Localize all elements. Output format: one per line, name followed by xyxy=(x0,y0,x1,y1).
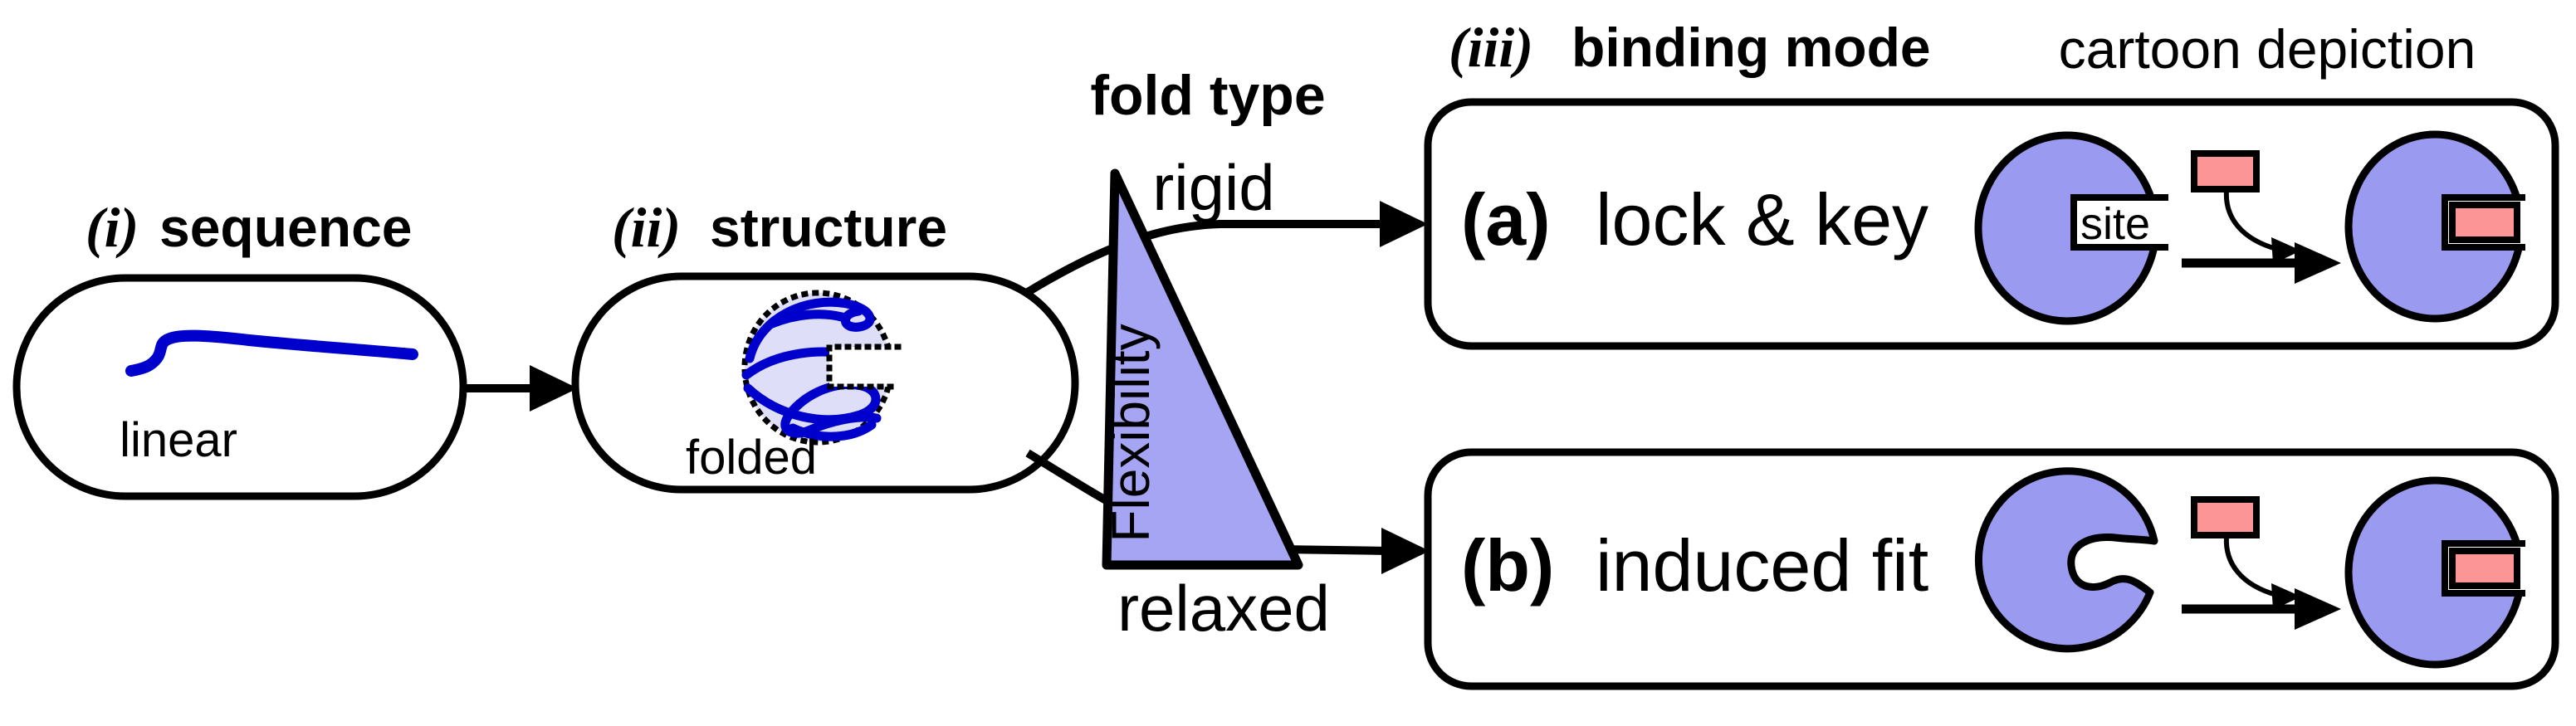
structure-step-prefix: (ii) xyxy=(612,196,681,259)
cartoon-depiction-label: cartoon depiction xyxy=(2059,18,2476,80)
binding-site-notch xyxy=(2070,194,2168,251)
relaxed-label: relaxed xyxy=(1117,572,1330,645)
flexibility-gradient: Flexibility fold type rigid relaxed xyxy=(1090,64,1330,645)
binding-step-prefix: (iii) xyxy=(1449,16,1533,79)
structure-caption: folded xyxy=(686,431,817,485)
sequence-step-title: sequence xyxy=(159,197,412,258)
flow-arrow-sequence-to-structure xyxy=(463,365,578,412)
ligand-icon-b xyxy=(2191,496,2260,538)
flexibility-triangle-icon xyxy=(1102,168,1303,570)
flow-arrowhead-icon xyxy=(530,365,578,412)
sequence-stadium xyxy=(12,274,467,500)
ligand-icon xyxy=(2191,150,2260,192)
reaction-arrowhead-icon-b xyxy=(2295,588,2341,630)
binding-site-label: site xyxy=(2080,199,2150,249)
mode-b-prefix: (b) xyxy=(1461,524,1554,607)
folded-site-notch-border xyxy=(826,344,902,390)
sequence-step-prefix: (i) xyxy=(86,196,139,259)
branch-arrowhead-relaxed-icon xyxy=(1381,528,1430,574)
ligand-arrowhead-icon-b xyxy=(2271,583,2301,610)
structure-step-title: structure xyxy=(710,197,947,258)
bound-ligand-icon-b xyxy=(2449,548,2520,589)
mode-box-b: (b) induced fit xyxy=(1424,448,2559,690)
folded-site-notch xyxy=(829,347,898,387)
linear-chain-icon xyxy=(125,329,418,377)
sequence-step: (i) sequence linear xyxy=(12,196,467,500)
structure-step: (ii) structure folded xyxy=(571,196,1079,494)
mode-a-label: lock & key xyxy=(1596,178,1928,261)
mode-box-a: (a) lock & key site xyxy=(1424,98,2559,350)
binding-step-title: binding mode xyxy=(1572,17,1931,78)
rigid-label: rigid xyxy=(1152,151,1274,224)
flexibility-axis-label: Flexibility xyxy=(1101,324,1161,542)
sequence-caption: linear xyxy=(120,413,237,467)
fold-type-title: fold type xyxy=(1090,64,1325,127)
mode-a-prefix: (a) xyxy=(1461,178,1551,261)
ligand-arrowhead-icon xyxy=(2271,237,2301,264)
reaction-arrowhead-icon xyxy=(2295,242,2341,284)
branch-arrow-rigid-shaft xyxy=(1025,220,1388,296)
bound-ligand-icon xyxy=(2449,202,2520,243)
binding-mode-header: (iii) binding mode cartoon depiction xyxy=(1449,16,2476,80)
protein-open-icon xyxy=(1975,467,2158,653)
mode-b-label: induced fit xyxy=(1596,524,1928,607)
branch-arrowhead-rigid-icon xyxy=(1380,201,1428,247)
ligand-path-arrow-b xyxy=(2223,536,2277,597)
ligand-path-arrow xyxy=(2223,190,2277,251)
